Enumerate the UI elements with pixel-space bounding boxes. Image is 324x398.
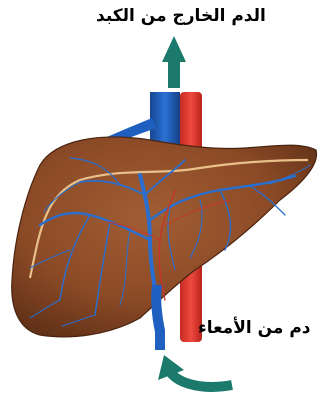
curved-arrow-icon [158, 355, 232, 387]
label-blood-leaving-liver: الدم الخارج من الكبد [96, 6, 266, 26]
label-blood-from-intestines: دم من الأمعاء [198, 318, 311, 338]
liver [12, 137, 317, 337]
arrow-up-icon [162, 36, 186, 88]
